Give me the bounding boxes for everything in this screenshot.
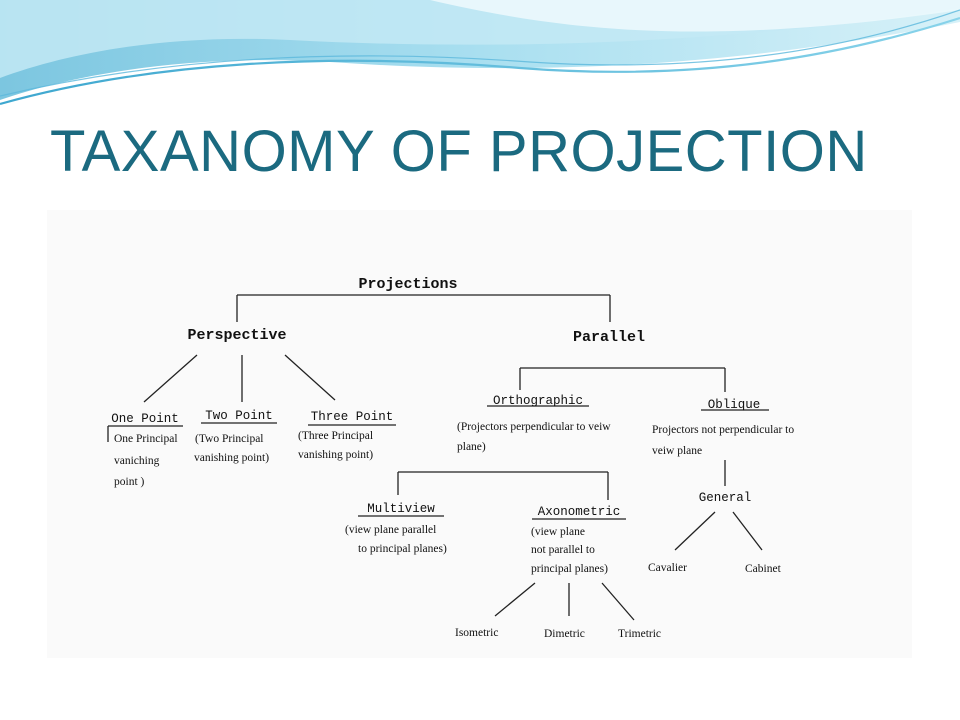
axonometric-desc-line-2: not parallel to: [531, 544, 595, 556]
header-wave-decoration: [0, 0, 960, 106]
oblique-desc-line-1: Projectors not perpendicular to: [652, 424, 794, 436]
three-point-desc-line-2: vanishing point): [298, 449, 373, 461]
node-isometric: Isometric: [455, 627, 498, 639]
axonometric-desc-line-3: principal planes): [531, 563, 608, 575]
two-point-desc-line-2: vanishing point): [194, 452, 269, 464]
node-parallel: Parallel: [573, 329, 645, 346]
node-oblique: Oblique: [708, 398, 761, 412]
slide-title: TAXANOMY OF PROJECTION: [50, 119, 868, 184]
one-point-desc-line-1: One Principal: [114, 433, 178, 445]
multiview-desc-line-2: to principal planes): [358, 543, 447, 555]
node-three-point: Three Point: [311, 410, 394, 424]
node-axonometric: Axonometric: [538, 505, 621, 519]
projection-taxonomy-tree: Projections Perspective One Point One Pr…: [107, 276, 794, 640]
node-cavalier: Cavalier: [648, 562, 687, 574]
diagram-panel: Projections Perspective One Point One Pr…: [47, 210, 912, 658]
one-point-desc-line-2: vaniching: [114, 455, 160, 467]
node-cabinet: Cabinet: [745, 563, 782, 575]
node-dimetric: Dimetric: [544, 628, 585, 640]
orthographic-desc-line-2: plane): [457, 441, 486, 453]
node-trimetric: Trimetric: [618, 628, 661, 640]
orthographic-desc-line-1: (Projectors perpendicular to veiw: [457, 421, 611, 433]
node-projections: Projections: [358, 276, 457, 293]
one-point-desc-line-3: point ): [114, 476, 145, 488]
node-perspective: Perspective: [187, 327, 286, 344]
node-two-point: Two Point: [205, 409, 273, 423]
three-point-desc-line-1: (Three Principal: [298, 430, 373, 442]
node-orthographic: Orthographic: [493, 394, 583, 408]
node-one-point: One Point: [111, 412, 179, 426]
connector-lines: [107, 294, 769, 621]
two-point-desc-line-1: (Two Principal: [195, 433, 264, 445]
oblique-desc-line-2: veiw plane: [652, 445, 702, 457]
multiview-desc-line-1: (view plane parallel: [345, 524, 436, 536]
node-multiview: Multiview: [367, 502, 435, 516]
axonometric-desc-line-1: (view plane: [531, 526, 585, 538]
node-general: General: [699, 491, 752, 505]
